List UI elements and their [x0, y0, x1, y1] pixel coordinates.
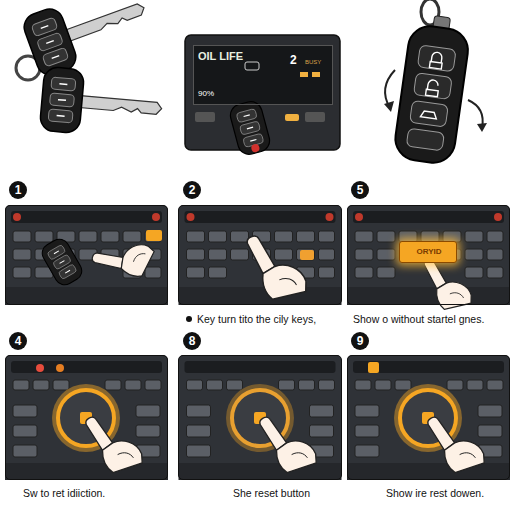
panel-lights [300, 250, 314, 260]
dashboard-display [195, 112, 215, 122]
car-keys [16, 0, 164, 141]
step-caption: Sw to ret idiiction. [23, 488, 105, 500]
dashboard-display [193, 45, 333, 105]
lit-button: ORYID [399, 241, 457, 263]
console-panels [5, 355, 168, 480]
car-keys [79, 96, 162, 115]
dashboard-display [228, 99, 272, 157]
step-number: 5 [351, 181, 369, 199]
hands [91, 225, 157, 287]
remote-fob [429, 52, 443, 70]
step-panel: 9Show ire rest dowen. [347, 355, 510, 480]
hands [85, 407, 145, 476]
remote-fob [417, 45, 456, 72]
remote-fob [477, 123, 487, 132]
remote-fob [410, 100, 449, 127]
dashboard-display [305, 112, 325, 122]
step-number: 1 [9, 181, 27, 199]
step-caption: Key turn tito the cily keys, [197, 314, 316, 326]
remote-fob [393, 23, 471, 165]
dashboard-display [300, 72, 308, 77]
console-panels [179, 205, 342, 305]
step-number: 2 [183, 181, 201, 199]
console-panels [347, 355, 510, 480]
screen-number: 2 [290, 54, 297, 67]
step-number: 4 [9, 332, 27, 350]
panel-lights [36, 364, 44, 372]
dashboard-display [228, 99, 272, 157]
button-label: ORYID [400, 248, 458, 257]
step-caption: She reset button [233, 488, 310, 500]
hands [427, 407, 487, 476]
dashboard-display [312, 72, 320, 77]
dashboard-display [185, 35, 340, 157]
step-panel: 8She reset button [178, 355, 342, 480]
step-number: 9 [351, 332, 369, 350]
step-panel: 1 [5, 205, 168, 305]
console-panels [5, 205, 510, 480]
console-panels [179, 355, 342, 480]
panel-lights [368, 362, 379, 373]
dashboard-display [245, 62, 259, 70]
bullet-dot [186, 316, 192, 322]
panel-lights [36, 230, 379, 373]
car-keys [39, 66, 164, 140]
car-keys [20, 0, 155, 79]
hands [259, 407, 319, 476]
remote-fob [420, 111, 437, 119]
remote-fob [426, 79, 440, 97]
car-keys [65, 2, 146, 41]
console-panels [347, 205, 510, 305]
panel-lights [56, 364, 64, 372]
car-keys [20, 5, 79, 79]
step-caption: Show ire rest dowen. [386, 488, 484, 500]
step-caption: Show o without startel gnes. [353, 314, 484, 326]
step-panel: 5Show o without startel gnes.ORYID [347, 205, 510, 305]
car-keys [39, 66, 84, 133]
step-panel: 2Key turn tito the cily keys, [178, 205, 342, 305]
hands [39, 236, 86, 289]
remote-fob [393, 13, 473, 166]
status-text: BUSY [305, 59, 321, 66]
hands [246, 229, 308, 302]
remote-fob [406, 128, 444, 151]
hands [39, 236, 86, 289]
dashboard-display [285, 114, 299, 121]
step-number: 8 [183, 332, 201, 350]
console-panels [5, 205, 168, 305]
display-screen: OIL LIFE 2 BUSY 90% [193, 45, 333, 105]
panel-lights [146, 230, 162, 241]
dashboard-display [250, 143, 260, 153]
remote-fob [384, 101, 394, 112]
remote-fob [384, 0, 487, 165]
oil-percent: 90% [198, 90, 214, 99]
screen-heading: OIL LIFE [198, 50, 243, 62]
hands [39, 225, 487, 476]
remote-fob [413, 73, 452, 100]
step-panel: 4Sw to ret idiiction. [5, 355, 168, 480]
